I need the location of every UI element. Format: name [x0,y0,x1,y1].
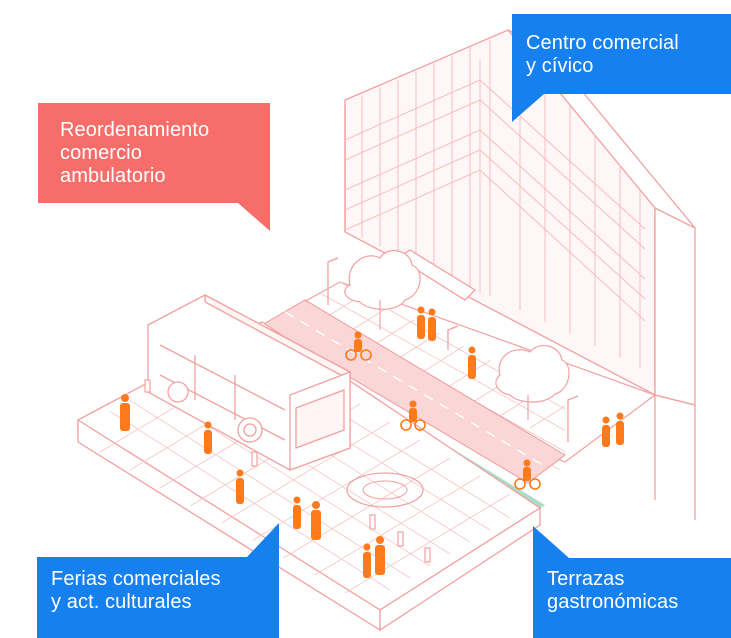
pedestrian [417,306,425,339]
bollards [144,379,431,563]
speech-bubble-pointer-down-right-icon [38,103,270,231]
pedestrian [363,543,371,578]
pedestrian [120,394,130,431]
cyclist [345,331,372,361]
pedestrian [204,421,212,454]
callout-centro-text: Centro comercial y cívico [526,32,679,77]
speech-bubble-pointer-up-right-icon [37,523,279,638]
callout-terrazas-text: Terrazas gastronómicas [547,568,679,613]
pedestrian [616,412,624,445]
lamp-posts [327,257,579,442]
callout-centro-comercial: Centro comercial y cívico [512,14,731,122]
callout-terrazas: Terrazas gastronómicas [533,526,731,638]
tree-left [344,249,421,330]
shop-awning [396,249,477,301]
cyclists [345,331,541,490]
pedestrian [311,501,321,540]
callout-ferias-text: Ferias comerciales y act. culturales [51,568,221,613]
lane-markings [284,311,549,469]
speech-bubble-pointer-down-left-icon [512,14,731,122]
callout-reordenamiento-text: Reordenamiento comercio ambulatorio [60,119,210,187]
speech-bubble-pointer-up-left-icon [533,526,731,638]
pedestrian [428,308,436,341]
callout-ferias: Ferias comerciales y act. culturales [37,523,279,638]
pedestrian [602,416,610,447]
pedestrian [236,469,244,504]
pedestrian [468,346,476,379]
bus [147,293,351,471]
street [261,299,566,484]
pedestrian [375,536,385,575]
cyclist [400,400,426,431]
cyclist [514,459,541,490]
callout-reordenamiento: Reordenamiento comercio ambulatorio [38,103,270,231]
tree-right [495,344,570,420]
people [120,306,624,578]
plaza-emblem [346,472,424,508]
pedestrian [293,496,301,529]
building-side-wall [654,206,696,406]
